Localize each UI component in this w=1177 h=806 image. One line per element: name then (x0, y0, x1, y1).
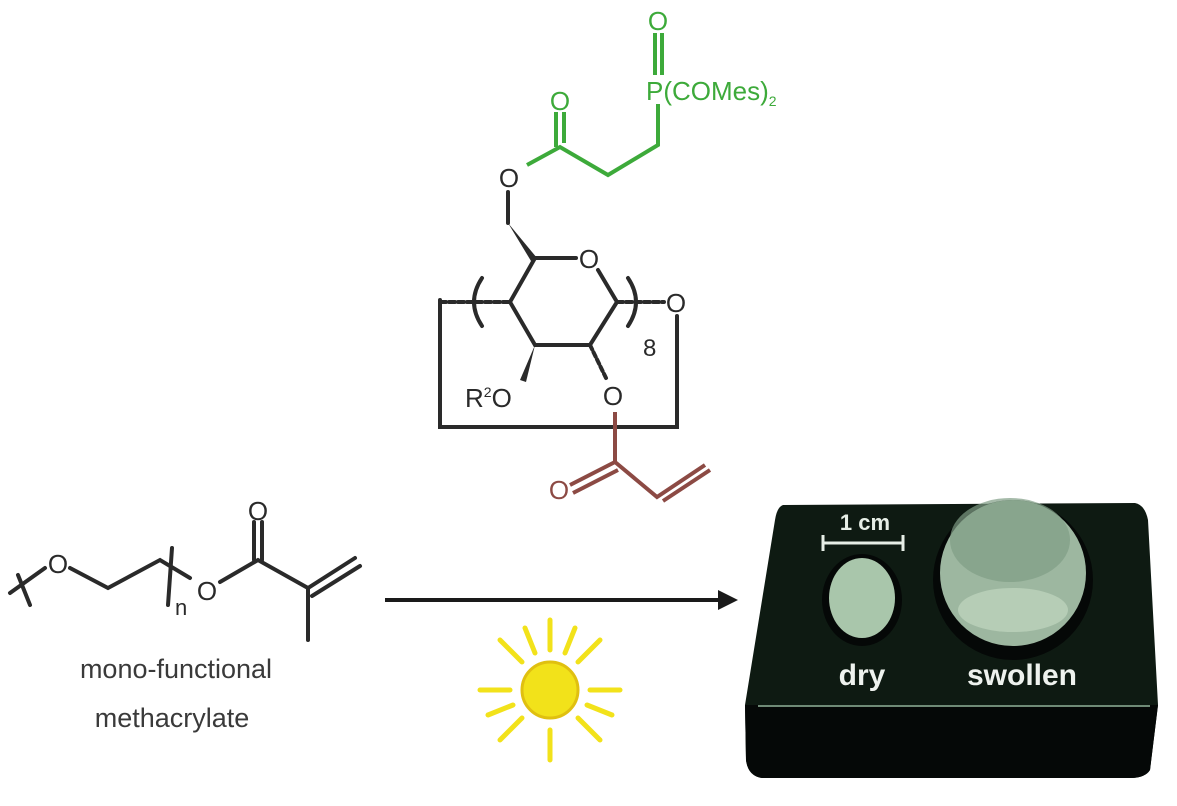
phosphine-label: P(COMes)2 (646, 76, 777, 109)
acrylate-group: O (549, 412, 712, 505)
scale-bar-label: 1 cm (840, 510, 890, 535)
glucose-unit: O O 8 O R2O O (438, 163, 686, 429)
ester-carbonyl-o: O (550, 86, 570, 116)
ester-o: O (499, 163, 519, 193)
monomer-label-line2: methacrylate (95, 703, 250, 733)
peg-o: O (48, 549, 68, 579)
monomer-ester-o: O (197, 576, 217, 606)
monomer-carbonyl-o: O (248, 496, 268, 526)
repeat-n: n (175, 595, 187, 620)
hydrogel-photo: 1 cm dry swollen (745, 498, 1158, 778)
r2o-label: R2O (465, 383, 512, 413)
ring-o: O (579, 244, 599, 274)
dry-gel (829, 558, 895, 638)
monomer-label-line1: mono-functional (80, 654, 272, 684)
right-arrow-icon (385, 590, 738, 610)
repeat-count: 8 (643, 335, 656, 362)
acrylate-o: O (603, 381, 623, 411)
phosphine-oxide-o: O (648, 6, 668, 36)
phosphine-oxide-arm: O P(COMes)2 O (526, 6, 777, 178)
sun-icon (477, 617, 623, 763)
glycosidic-o: O (666, 288, 686, 318)
swollen-label: swollen (967, 659, 1077, 692)
monomer-structure: O n O O mono-functional methacrylate (8, 496, 362, 733)
dry-label: dry (839, 659, 886, 692)
acrylate-carbonyl-o: O (549, 475, 569, 505)
